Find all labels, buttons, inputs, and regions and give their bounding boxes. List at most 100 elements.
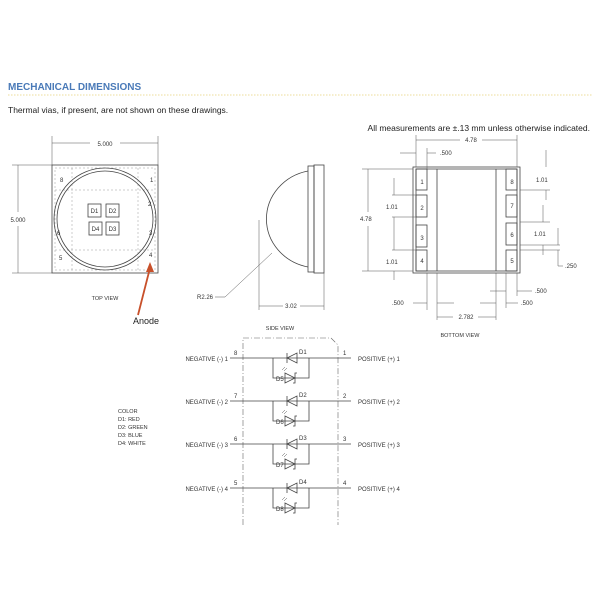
protection-diode-icon	[284, 372, 296, 384]
legend-line: COLOR	[118, 409, 138, 415]
anode-label: Anode	[133, 316, 159, 326]
pitch-dim: 1.01	[536, 178, 548, 184]
pin-label: 1	[150, 178, 154, 184]
bottom-view: 1 2 3 4 8 7 6 5 4.78 .500 4.78 1.01 1.01…	[360, 135, 577, 339]
bottom-height-dim: 4.78	[360, 217, 372, 223]
led-diode-icon	[286, 482, 298, 494]
protection-diode-icon	[284, 502, 296, 514]
led-diode-icon	[286, 438, 298, 450]
emission-arrow-icon	[283, 497, 288, 502]
pad-offset-dim: .500	[440, 151, 452, 157]
top-width-dim: 5.000	[97, 142, 113, 148]
center-width-dim: 2.782	[458, 315, 474, 321]
die-label: D4	[92, 227, 100, 233]
pitch-dim: 1.01	[386, 205, 398, 211]
negative-terminal-label: NEGATIVE (-) 4	[185, 487, 228, 493]
gap-dim: .250	[565, 264, 577, 270]
pad-label: 4	[420, 259, 424, 265]
zener-bar	[293, 415, 297, 427]
led-diode-icon	[286, 395, 298, 407]
legend-line: D2: GREEN	[118, 425, 148, 431]
pin-label: 4	[149, 253, 153, 259]
pad-label: 2	[420, 206, 424, 212]
negative-terminal-label: NEGATIVE (-) 2	[185, 400, 228, 406]
section-title: MECHANICAL DIMENSIONS	[8, 82, 141, 93]
pad-label: 5	[510, 259, 514, 265]
pin-label: 2	[148, 202, 152, 208]
top-view-label: TOP VIEW	[92, 296, 120, 302]
protection-diode-label: D6	[276, 420, 284, 426]
wire	[272, 444, 310, 465]
pad-label: 7	[510, 204, 514, 210]
legend-line: D1: RED	[118, 417, 140, 423]
pin-number: 4	[343, 481, 347, 487]
tolerance-note: All measurements are ±.13 mm unless othe…	[368, 123, 590, 133]
zener-bar	[293, 458, 297, 470]
pin-number: 5	[234, 481, 238, 487]
pin-label: 6	[57, 231, 61, 237]
pin-number: 1	[343, 351, 347, 357]
anode-arrow-head	[146, 262, 154, 272]
pin-label: 3	[149, 231, 153, 237]
pin-label: 5	[59, 256, 63, 262]
led-diode-icon	[286, 352, 298, 364]
die-label: D3	[109, 227, 117, 233]
emission-arrow-icon	[283, 453, 288, 458]
side-view: 3.02 R2.26 SIDE VIEW	[197, 164, 325, 332]
thermal-note: Thermal vias, if present, are not shown …	[8, 105, 228, 115]
emission-arrow-icon	[283, 410, 288, 415]
protection-diode-icon	[284, 458, 296, 470]
wire	[272, 358, 310, 379]
top-height-dim: 5.000	[10, 218, 26, 224]
emission-arrow-icon	[283, 367, 288, 372]
side-view-label: SIDE VIEW	[266, 326, 295, 332]
zener-bar	[293, 372, 297, 384]
bottom-view-label: BOTTOM VIEW	[440, 333, 480, 339]
die-label: D2	[109, 209, 117, 215]
pad-label: 3	[420, 236, 424, 242]
legend-line: D4: WHITE	[118, 441, 146, 447]
pin-number: 2	[343, 394, 347, 400]
top-view: 5.000 5.000 D1 D2 D4 D3 8 1 2 3 6 5 4 TO…	[10, 136, 159, 326]
diode-label: D1	[299, 350, 307, 356]
pin-number: 7	[234, 394, 238, 400]
emission-arrow-icon	[281, 452, 286, 457]
pin-number: 6	[234, 437, 238, 443]
positive-terminal-label: POSITIVE (+) 4	[358, 487, 401, 493]
legend-line: D3: BLUE	[118, 433, 143, 439]
protection-diode-icon	[284, 415, 296, 427]
left-pad-width-dim: .500	[392, 301, 404, 307]
right-pad-width-dim: .500	[521, 301, 533, 307]
diode-label: D4	[299, 480, 307, 486]
emission-arrow-icon	[281, 409, 286, 414]
positive-terminal-label: POSITIVE (+) 3	[358, 443, 401, 449]
pitch-dim: 1.01	[534, 232, 546, 238]
positive-terminal-label: POSITIVE (+) 1	[358, 357, 401, 363]
protection-diode-label: D7	[276, 463, 284, 469]
negative-terminal-label: NEGATIVE (-) 3	[185, 443, 228, 449]
pin-number: 3	[343, 437, 347, 443]
package-outline	[242, 337, 339, 525]
diode-label: D2	[299, 393, 307, 399]
negative-terminal-label: NEGATIVE (-) 1	[185, 357, 228, 363]
pin-label: 8	[60, 178, 64, 184]
emission-arrow-icon	[281, 496, 286, 501]
protection-diode-label: D5	[276, 377, 284, 383]
anode-arrow	[137, 267, 151, 316]
emission-arrow-icon	[281, 366, 286, 371]
right-margin-dim: .500	[535, 289, 547, 295]
pad-label: 6	[510, 233, 514, 239]
positive-terminal-label: POSITIVE (+) 2	[358, 400, 401, 406]
bottom-width-dim: 4.78	[465, 138, 477, 144]
pitch-dim: 1.01	[386, 260, 398, 266]
side-height-dim: 3.02	[285, 304, 297, 310]
protection-diode-label: D8	[276, 507, 284, 513]
diode-label: D3	[299, 436, 307, 442]
die-label: D1	[91, 209, 99, 215]
